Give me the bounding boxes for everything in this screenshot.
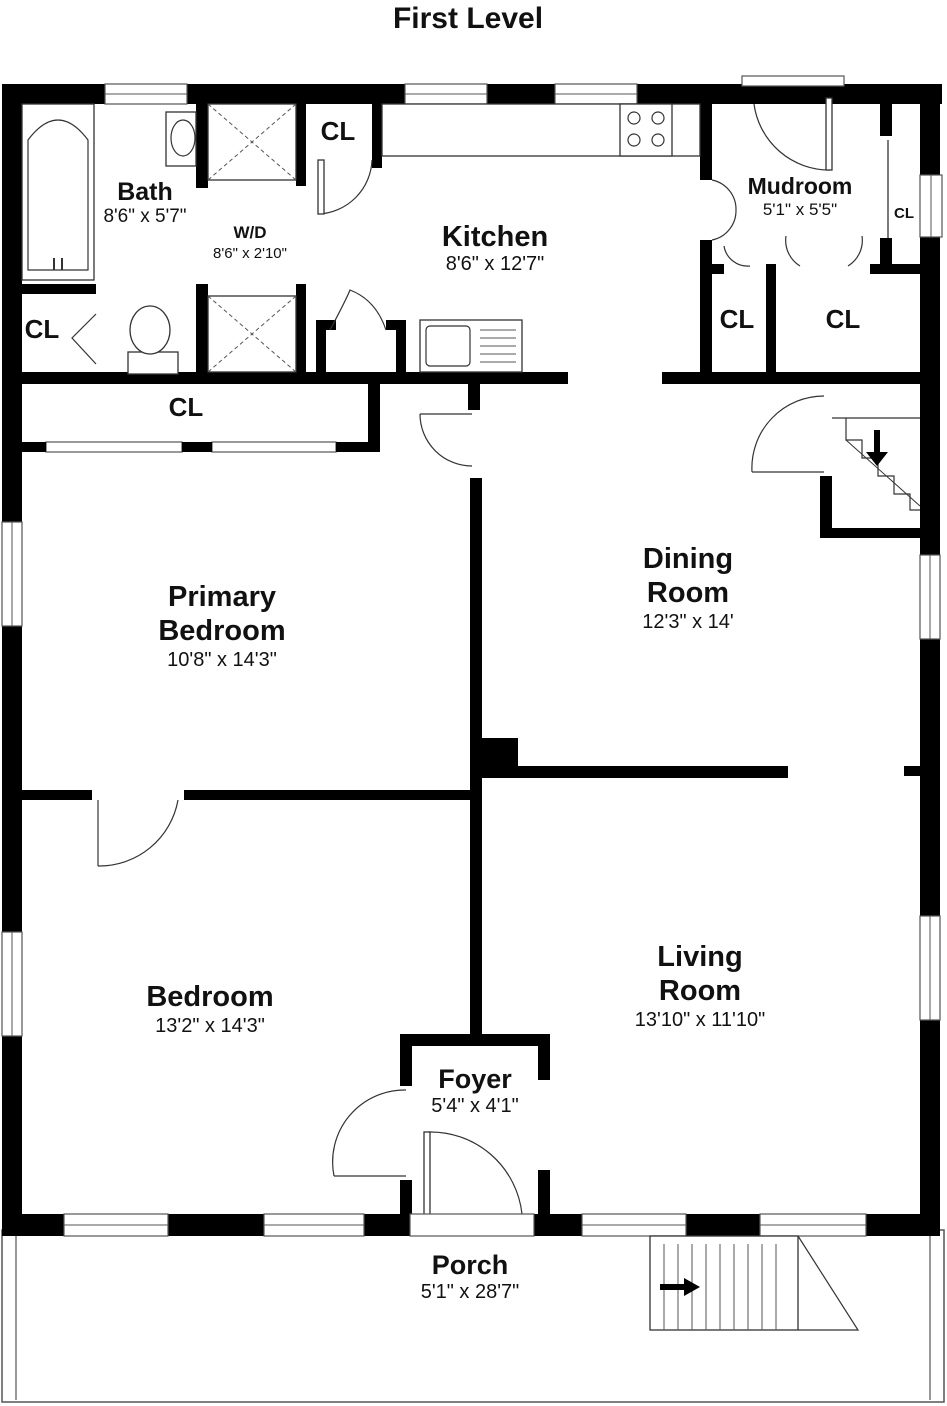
bedroom-dims: 13'2" x 14'3" [155, 1015, 265, 1037]
mudroom-dims: 5'1" x 5'5" [763, 200, 837, 219]
closet-label-4: CL [720, 304, 755, 334]
kitchen-dims: 8'6" x 12'7" [446, 253, 545, 275]
living-dims: 13'10" x 11'10" [635, 1009, 765, 1031]
wd-label: W/D [233, 223, 266, 242]
porch-dims: 5'1" x 28'7" [421, 1281, 520, 1303]
closet-label-1: CL [321, 116, 356, 146]
kitchen-label: Kitchen [442, 221, 548, 253]
primary-label-2: Bedroom [158, 615, 285, 647]
primary-label-1: Primary [168, 581, 276, 613]
plan-title: First Level [393, 2, 543, 35]
bath-dims: 8'6" x 5'7" [103, 206, 186, 227]
room-labels: Bath 8'6" x 5'7" W/D 8'6" x 2'10" CL CL … [25, 116, 914, 1303]
living-label-1: Living [657, 941, 742, 973]
porch-stair-arrow [660, 1278, 700, 1296]
bedroom-label: Bedroom [146, 981, 273, 1013]
doors [71, 75, 889, 1237]
interior-walls [22, 96, 920, 1216]
porch-label: Porch [432, 1250, 509, 1280]
wd-dims: 8'6" x 2'10" [213, 245, 287, 262]
dining-dims: 12'3" x 14' [642, 611, 733, 633]
closet-label-2: CL [25, 314, 60, 344]
primary-dims: 10'8" x 14'3" [167, 649, 277, 671]
stair-down-arrow [866, 430, 888, 466]
bath-label: Bath [117, 178, 173, 206]
foyer-dims: 5'4" x 4'1" [431, 1095, 518, 1117]
closet-label-6: CL [894, 205, 914, 222]
dining-label-1: Dining [643, 543, 733, 575]
fixtures [21, 103, 921, 1331]
living-label-2: Room [659, 975, 741, 1007]
closet-label-3: CL [169, 392, 204, 422]
foyer-label: Foyer [438, 1064, 512, 1094]
closet-label-5: CL [826, 304, 861, 334]
dining-label-2: Room [647, 577, 729, 609]
mudroom-label: Mudroom [748, 173, 853, 199]
